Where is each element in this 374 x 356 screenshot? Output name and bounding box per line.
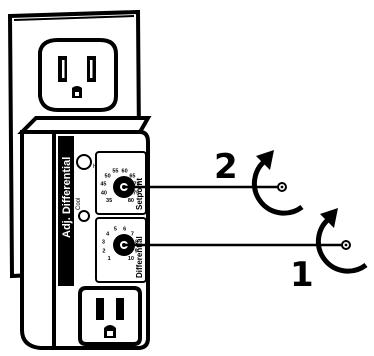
differential-tick-0: 1 xyxy=(108,256,111,262)
cool-led: Cool xyxy=(76,198,90,222)
setpoint-tick-4: 55 xyxy=(112,169,118,175)
callout-number-1: 1 xyxy=(290,255,314,295)
setpoint-tick-2: 45 xyxy=(100,181,106,187)
differential-tick-9: 10 xyxy=(128,256,134,262)
setpoint-tick-3: 50 xyxy=(105,173,111,179)
setpoint-tick-8: 75 xyxy=(133,191,139,197)
setpoint-label: Setpoint xyxy=(135,178,144,210)
model-label: Temp-2 xyxy=(62,253,72,284)
adj-differential-label: Adj. Differential xyxy=(61,157,73,238)
setpoint-tick-1: 40 xyxy=(101,191,107,197)
differential-tick-5: 6 xyxy=(123,227,126,233)
differential-tick-6: 7 xyxy=(131,231,134,237)
differential-tick-4: 5 xyxy=(114,227,117,233)
differential-tick-8: 9 xyxy=(135,249,138,255)
cool-led-label: Cool xyxy=(76,198,82,210)
setpoint-tick-0: 35 xyxy=(106,198,112,204)
rotate-arrow-icon-differential xyxy=(315,208,368,274)
differential-tick-2: 3 xyxy=(102,239,105,245)
callout-number-2: 2 xyxy=(214,147,238,187)
differential-tick-7: 8 xyxy=(135,239,138,245)
differential-tick-3: 4 xyxy=(106,231,110,237)
differential-tick-1: 2 xyxy=(102,249,105,255)
device-outlet xyxy=(78,286,142,346)
setpoint-tick-6: 65 xyxy=(129,173,135,179)
differential-label: Differential xyxy=(135,236,144,278)
setpoint-tick-5: 60 xyxy=(122,169,128,175)
rotate-arrow-icon-setpoint xyxy=(251,150,304,216)
setpoint-tick-9: 80 xyxy=(128,198,134,204)
setpoint-tick-7: 70 xyxy=(134,181,140,187)
